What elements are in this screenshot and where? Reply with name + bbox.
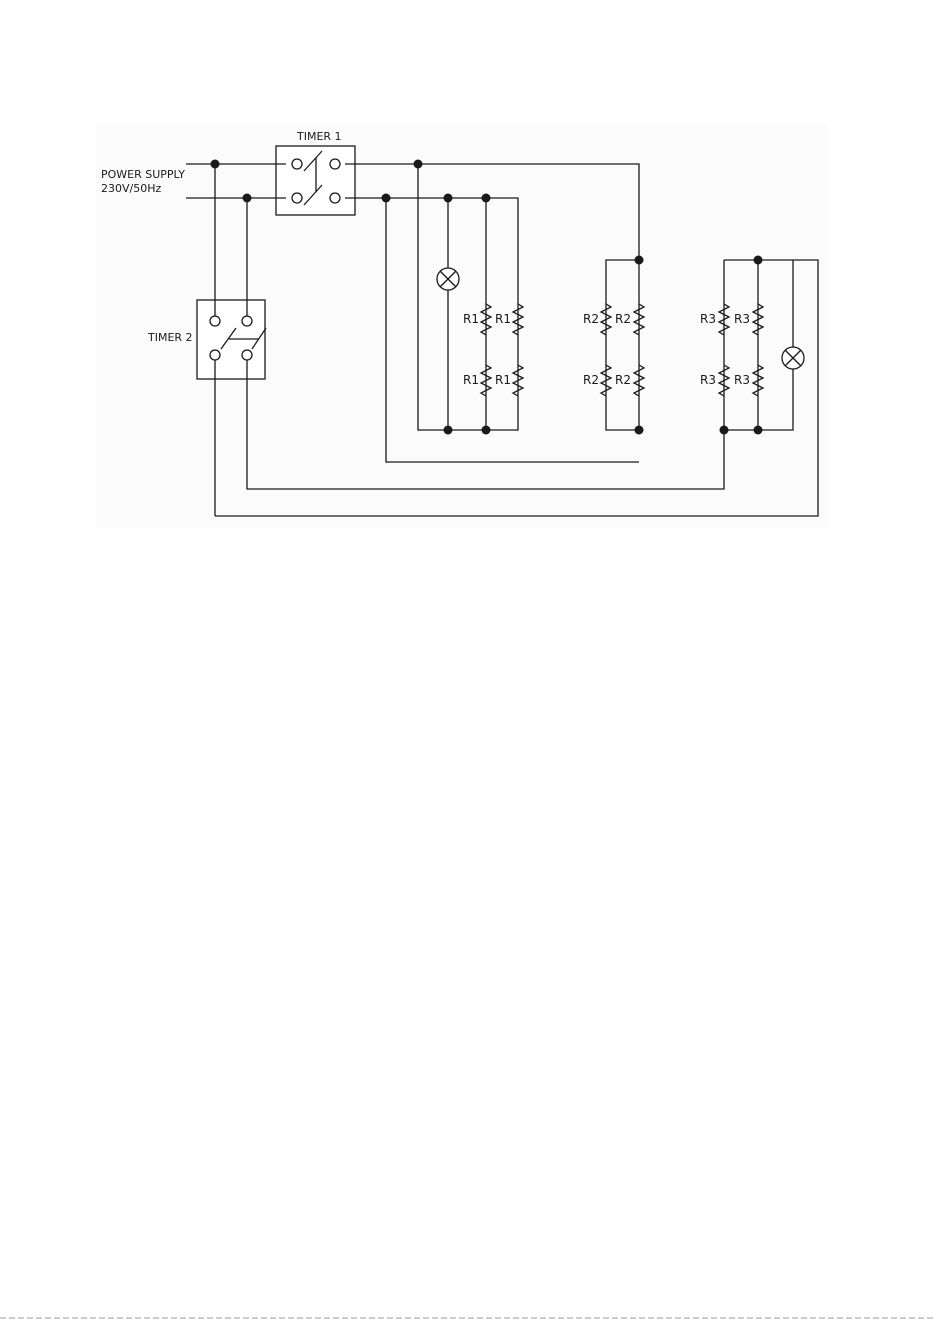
voltage-label: 230V/50Hz bbox=[101, 182, 161, 195]
lamp-icon bbox=[437, 268, 459, 290]
label-r3: R3 bbox=[700, 373, 716, 387]
label-r2: R2 bbox=[583, 312, 599, 326]
label-r2: R2 bbox=[615, 312, 631, 326]
lamp-icon bbox=[782, 347, 804, 369]
label-r2: R2 bbox=[583, 373, 599, 387]
label-r3: R3 bbox=[734, 312, 750, 326]
power-supply-label: POWER SUPPLY bbox=[101, 168, 185, 181]
timer2-label: TIMER 2 bbox=[147, 331, 193, 344]
label-r1: R1 bbox=[495, 312, 511, 326]
label-r3: R3 bbox=[734, 373, 750, 387]
label-r3: R3 bbox=[700, 312, 716, 326]
label-r1: R1 bbox=[463, 373, 479, 387]
label-r1: R1 bbox=[495, 373, 511, 387]
label-r2: R2 bbox=[615, 373, 631, 387]
label-r1: R1 bbox=[463, 312, 479, 326]
timer1-label: TIMER 1 bbox=[296, 130, 342, 143]
